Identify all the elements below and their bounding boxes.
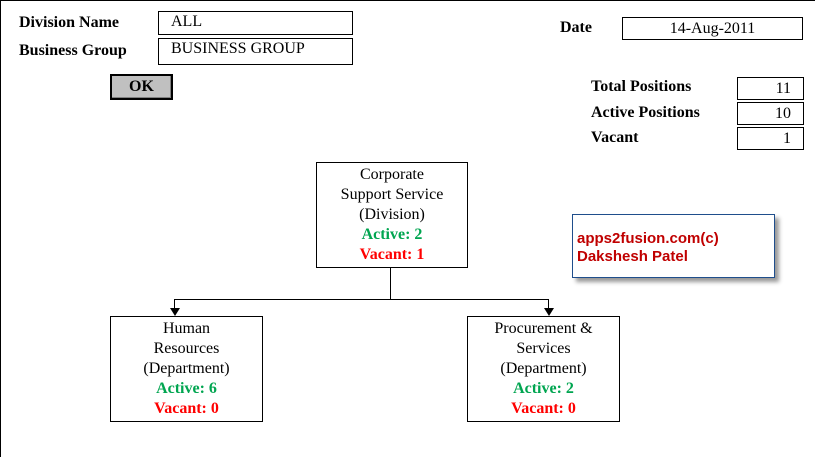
node-type: (Department)	[143, 360, 230, 377]
business-group-label: Business Group	[19, 42, 127, 59]
total-positions-label: Total Positions	[591, 78, 692, 95]
vacant-value: 1	[737, 127, 804, 150]
business-group-field[interactable]: BUSINESS GROUP	[158, 38, 353, 65]
active-count: Active: 6	[156, 380, 217, 397]
node-name-line: Procurement &	[494, 320, 593, 337]
division-name-field[interactable]: ALL	[158, 11, 353, 35]
node-name-line: Corporate	[360, 166, 424, 183]
node-name-line: Support Service	[340, 186, 444, 203]
connector-line	[174, 299, 175, 309]
vacant-count: Vacant: 0	[511, 400, 576, 417]
date-field: 14-Aug-2011	[622, 17, 803, 40]
ok-button[interactable]: OK	[110, 74, 173, 100]
node-type: (Department)	[500, 360, 587, 377]
copyright-note: apps2fusion.com(c) Dakshesh Patel	[572, 214, 775, 278]
arrow-down-icon	[544, 308, 554, 316]
node-name-line: Human	[162, 320, 211, 337]
arrow-down-icon	[170, 308, 180, 316]
org-node-procurement[interactable]: Procurement & Services (Department) Acti…	[467, 316, 620, 422]
vacant-label: Vacant	[591, 129, 639, 146]
node-name-line: Services	[516, 340, 571, 357]
active-count: Active: 2	[513, 380, 574, 397]
vacant-count: Vacant: 1	[359, 246, 425, 263]
vacant-count: Vacant: 0	[154, 400, 219, 417]
node-name-line: Resources	[153, 340, 220, 357]
connector-line	[548, 299, 549, 309]
org-node-human-resources[interactable]: Human Resources (Department) Active: 6 V…	[110, 316, 263, 422]
note-line: Dakshesh Patel	[577, 248, 688, 265]
note-line: apps2fusion.com(c)	[577, 230, 719, 247]
active-positions-label: Active Positions	[591, 104, 700, 121]
date-label: Date	[560, 19, 592, 36]
connector-line	[174, 299, 549, 300]
division-name-label: Division Name	[19, 14, 119, 31]
node-type: (Division)	[359, 206, 425, 223]
org-node-division[interactable]: Corporate Support Service (Division) Act…	[316, 162, 468, 268]
active-positions-value: 10	[737, 102, 804, 125]
active-count: Active: 2	[361, 226, 423, 243]
connector-line	[390, 268, 391, 300]
total-positions-value: 11	[737, 77, 804, 100]
